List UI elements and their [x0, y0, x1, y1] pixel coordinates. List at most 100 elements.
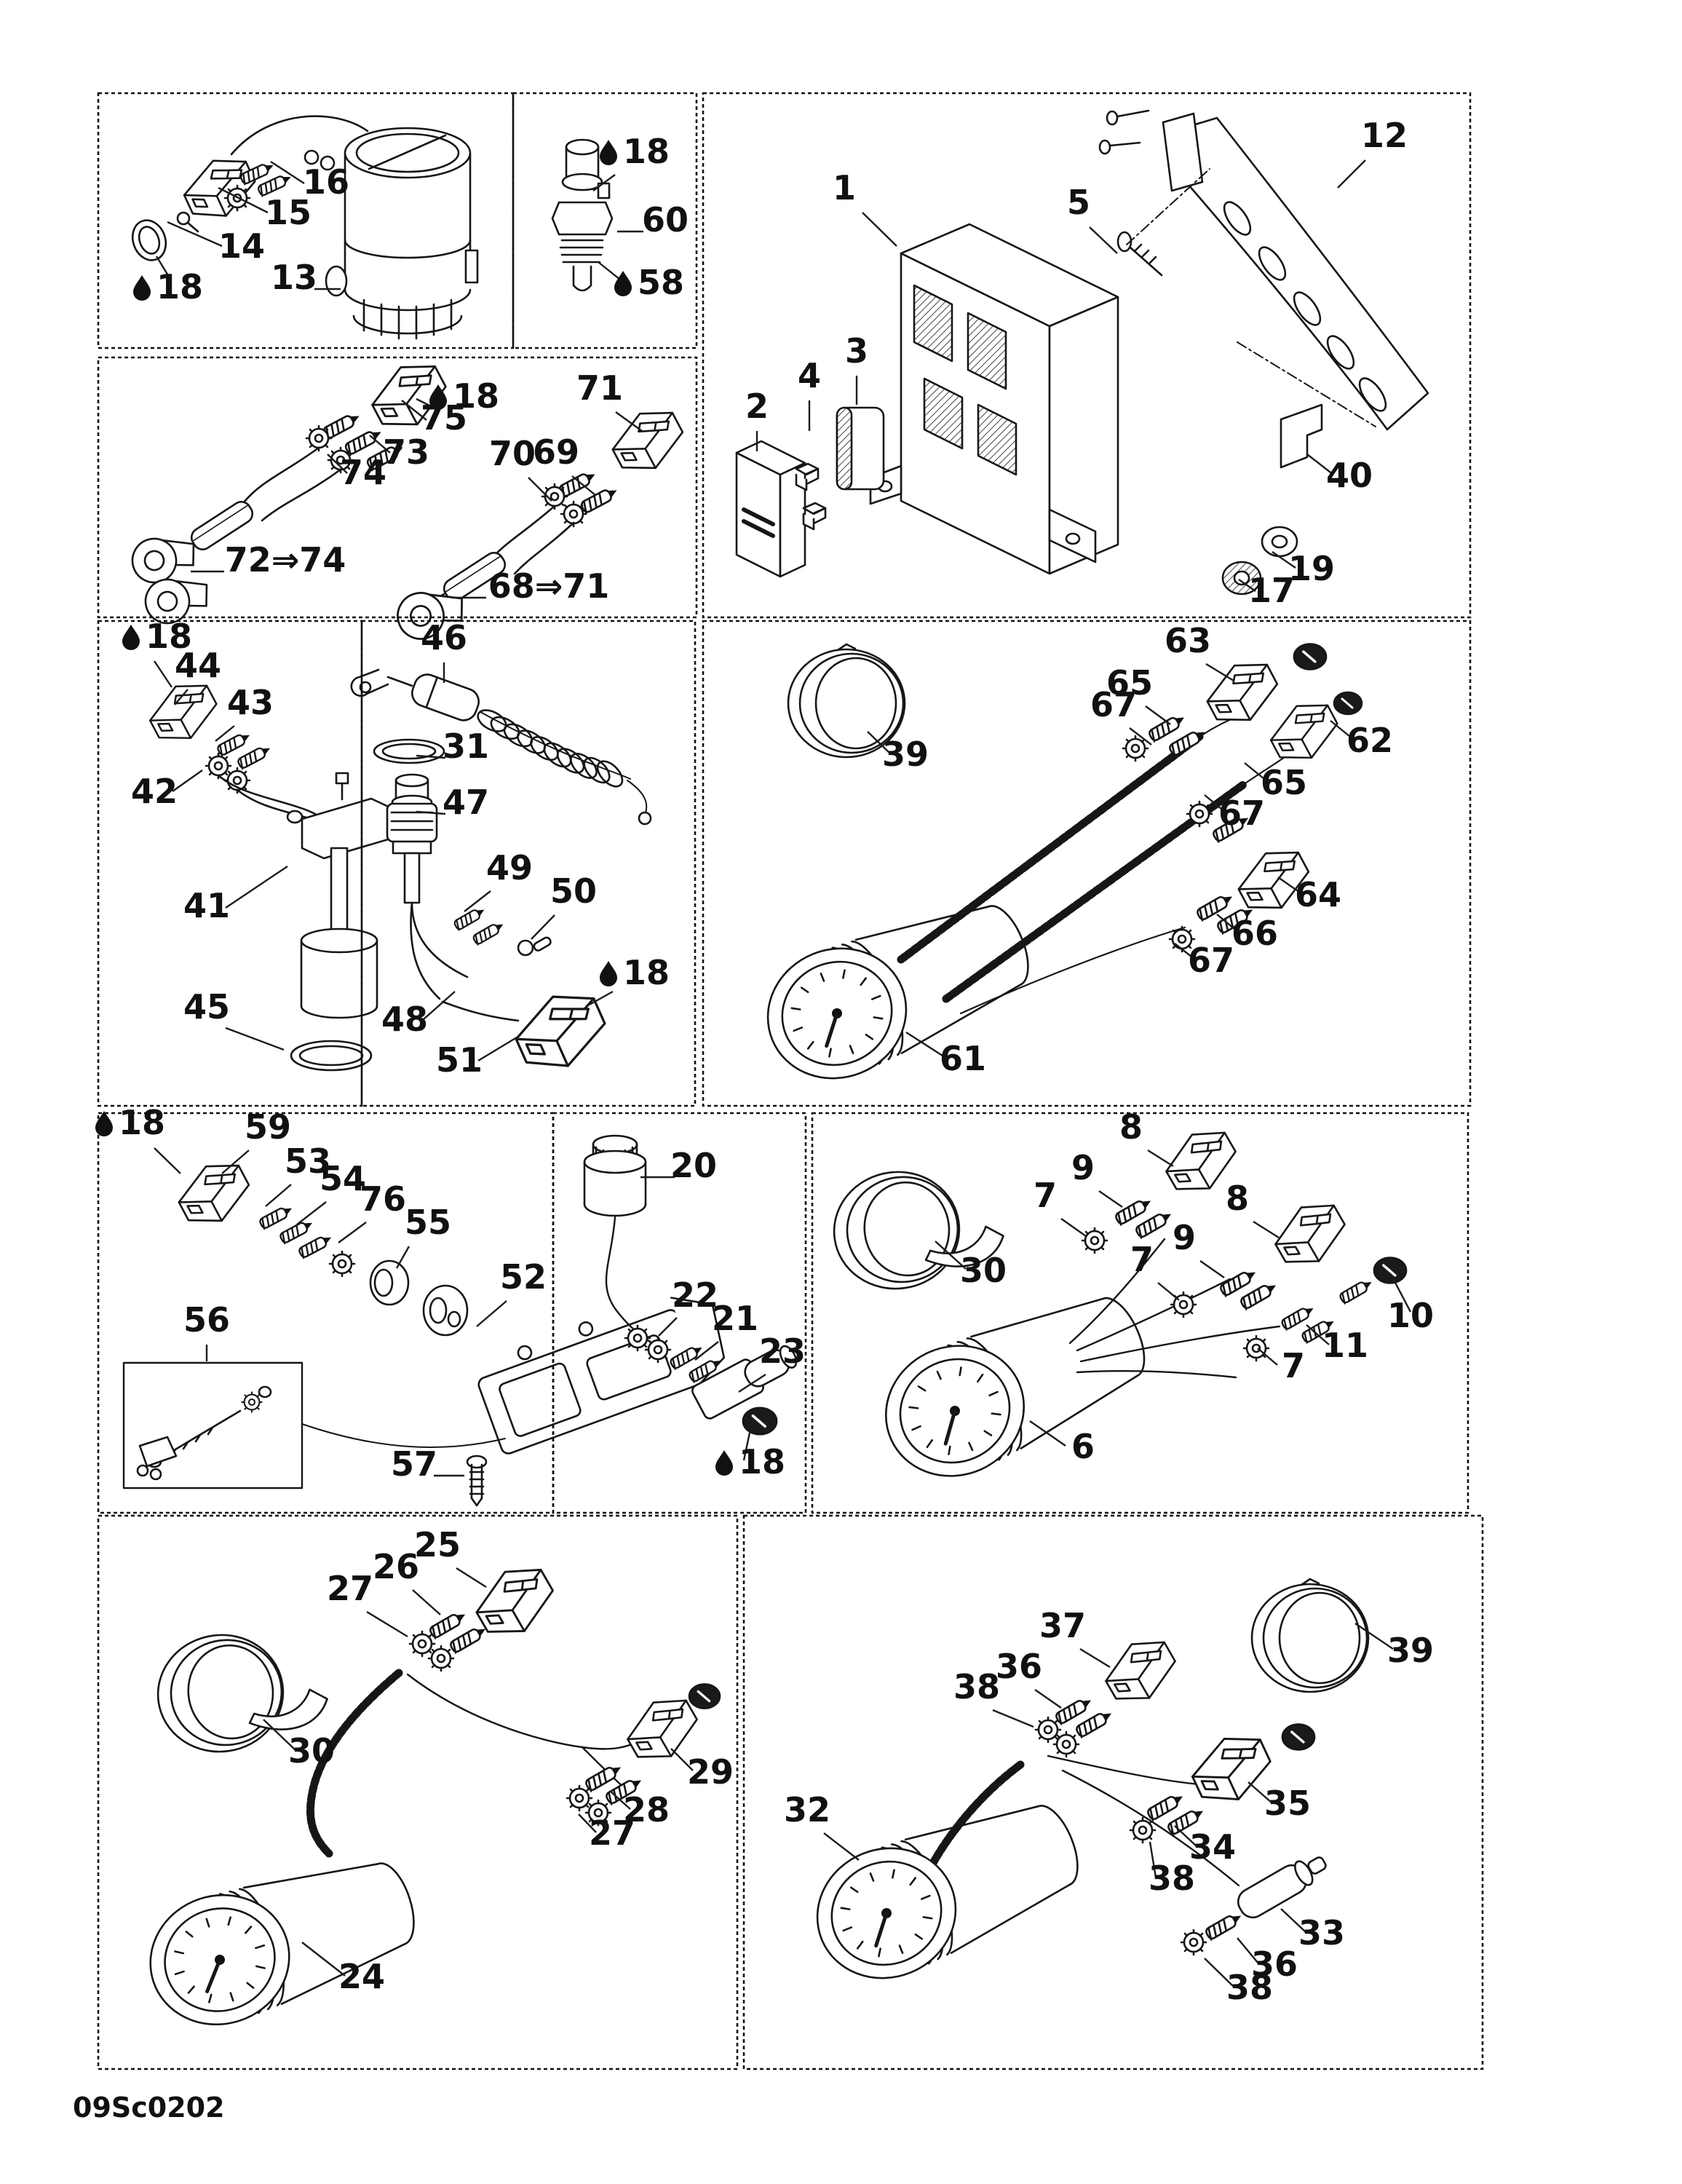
- callout-14: 14: [218, 226, 265, 266]
- leader-line-22: [658, 1317, 678, 1337]
- callout-32: 32: [784, 1790, 830, 1829]
- callout-67: 67: [1090, 685, 1137, 724]
- leader-line-65: [1244, 762, 1269, 783]
- callout-73: 73: [383, 432, 429, 472]
- leader-line-18: [589, 990, 614, 1006]
- leader-line-49: [464, 890, 491, 912]
- callout-60: 60: [642, 200, 689, 240]
- leader-line-7: [1157, 1282, 1180, 1301]
- leader-line-15: [218, 186, 269, 214]
- callout-9: 9: [1071, 1148, 1095, 1187]
- leader-line-5: [1089, 226, 1118, 254]
- leader-line-38: [1204, 1958, 1234, 1987]
- leader-line-52: [476, 1300, 507, 1327]
- leader-line-6: [1029, 1420, 1066, 1447]
- panel-bilge-pump: [97, 92, 515, 349]
- leader-line-59: [221, 1150, 250, 1174]
- callout-42: 42: [131, 772, 178, 811]
- leader-line-8: [1147, 1149, 1174, 1168]
- leader-line-42: [172, 769, 203, 792]
- leader-line-62: [1330, 720, 1354, 740]
- callout-18: 18: [623, 953, 670, 992]
- tachometer-harness-drawing: [748, 643, 1363, 1099]
- leader-line-38: [1149, 1841, 1157, 1878]
- callout-13: 13: [271, 258, 317, 297]
- leader-line-10: [1393, 1281, 1412, 1313]
- callout-67: 67: [1188, 941, 1234, 980]
- callout-65: 65: [1106, 663, 1153, 703]
- leader-line-70: [528, 477, 552, 502]
- leader-line-30: [935, 1241, 967, 1270]
- diagram-art: [122, 109, 1429, 2042]
- leader-line-16: [270, 160, 305, 185]
- electronic-module-drawing: [735, 109, 1429, 596]
- callout-3: 3: [845, 331, 868, 371]
- leader-line-50: [531, 914, 555, 940]
- callout-18: 18: [623, 132, 670, 171]
- panel-fuel-level-sender: [97, 620, 363, 1107]
- callout-16: 16: [303, 162, 349, 202]
- leader-line-48: [423, 991, 456, 1020]
- callout-53: 53: [285, 1142, 331, 1181]
- leader-line-54: [296, 1201, 327, 1225]
- callout-8: 8: [1119, 1107, 1143, 1147]
- callout-6: 6: [1071, 1427, 1095, 1466]
- callout-35: 35: [1264, 1784, 1311, 1823]
- leader-line-39: [867, 731, 890, 753]
- leader-line-18: [154, 660, 172, 688]
- leader-line-21: [694, 1341, 719, 1361]
- leader-line-28: [609, 1790, 631, 1810]
- callout-40: 40: [1326, 456, 1373, 495]
- leader-line-69: [571, 475, 596, 496]
- callout-46: 46: [421, 618, 467, 657]
- callout-76: 76: [360, 1179, 406, 1219]
- callout-9: 9: [1173, 1218, 1196, 1257]
- leader-line-74: [327, 454, 348, 474]
- lubricant-drop-icon: [614, 271, 632, 296]
- callout-1: 1: [833, 168, 856, 207]
- panel-sensor-cable: [552, 1112, 807, 1514]
- callout-52: 52: [500, 1257, 547, 1297]
- callout-38: 38: [953, 1667, 1000, 1706]
- leader-line-12: [1337, 159, 1366, 189]
- panel-temperature-gauge-harness: [742, 1514, 1484, 2070]
- callout-50: 50: [550, 871, 597, 911]
- callout-39: 39: [1387, 1631, 1434, 1670]
- leader-line-63: [1205, 662, 1234, 682]
- callout-4: 4: [798, 356, 821, 395]
- callout-38: 38: [1149, 1859, 1195, 1898]
- leader-line-75: [401, 400, 427, 421]
- leader-line-7: [1060, 1218, 1087, 1237]
- panel-safety-lanyard-switch: [360, 620, 697, 1107]
- callout-24: 24: [338, 1957, 385, 1996]
- callout-12: 12: [1361, 116, 1408, 155]
- callout-41: 41: [183, 886, 230, 925]
- callout-23: 23: [759, 1332, 806, 1371]
- callout-18: 18: [146, 617, 192, 656]
- callout-37: 37: [1039, 1606, 1086, 1645]
- callout-28: 28: [623, 1790, 670, 1829]
- panel-electronic-module: [702, 92, 1472, 619]
- callout-36: 36: [1251, 1944, 1298, 1984]
- callout-20: 20: [670, 1146, 717, 1185]
- leader-line-41: [225, 866, 288, 909]
- leader-line-67: [1204, 794, 1226, 813]
- callout-66: 66: [1231, 914, 1278, 953]
- leader-line-27: [366, 1610, 408, 1638]
- speedometer-harness-drawing: [825, 1119, 1408, 1498]
- temperature-sensor-drawing: [551, 138, 614, 292]
- leader-line-38: [992, 1709, 1034, 1728]
- panel-starter-solenoid: [97, 1112, 555, 1514]
- lubricant-drop-icon: [133, 275, 151, 301]
- panel-temperature-sensor: [512, 92, 698, 349]
- leader-line-43: [215, 725, 235, 742]
- leader-line-24: [301, 1942, 346, 1977]
- callout-57: 57: [391, 1444, 437, 1484]
- lubricant-drop-icon: [95, 1111, 113, 1136]
- callout-17: 17: [1248, 571, 1295, 610]
- callout-61: 61: [940, 1039, 986, 1078]
- callout-44: 44: [175, 646, 221, 685]
- starter-solenoid-drawing: [122, 1152, 726, 1507]
- leader-line-36: [1034, 1689, 1062, 1709]
